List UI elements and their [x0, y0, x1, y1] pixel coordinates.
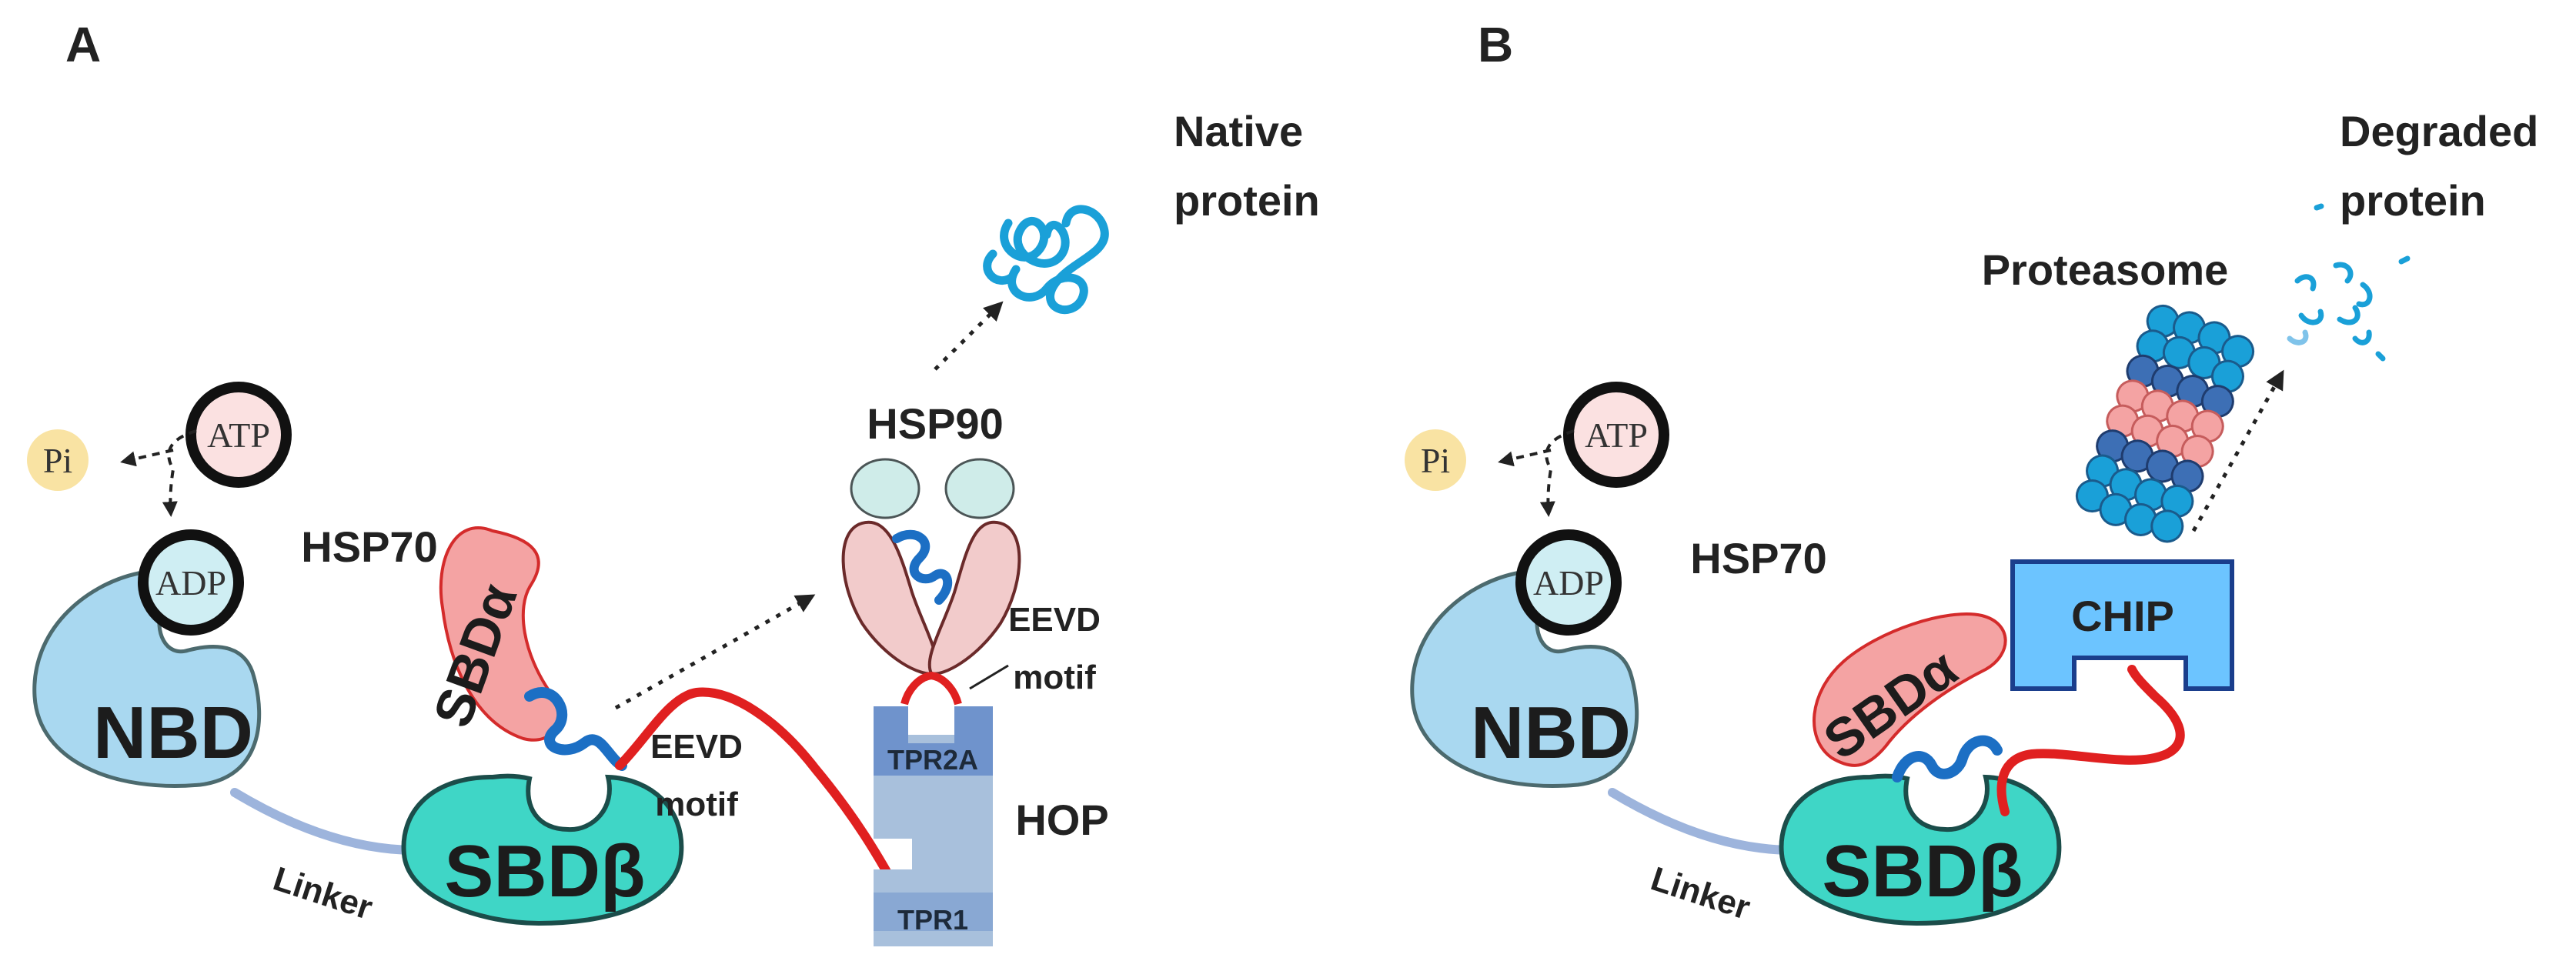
tpr1-label: TPR1 — [897, 904, 968, 936]
pi-label: Pi — [1421, 441, 1450, 480]
hsp90-eevd-tail — [900, 671, 962, 706]
native-protein-coil — [983, 205, 1109, 315]
eevd-label-line1: EEVD — [650, 728, 743, 766]
sbd-beta-label: SBDβ — [444, 830, 645, 913]
adp-label: ADP — [1533, 563, 1604, 602]
pi-circle — [27, 429, 89, 491]
linker-label: Linker — [269, 860, 377, 927]
atp-to-adp-arrow — [162, 429, 197, 517]
hsp90-eevd-line1: EEVD — [1008, 601, 1101, 639]
sbd-beta-domain — [401, 773, 684, 926]
atp-label: ATP — [207, 415, 270, 455]
nucleotide-cycle: Pi ATP — [27, 382, 292, 517]
hsp70-label: HSP70 — [1690, 534, 1826, 582]
pi-release-arrow — [120, 449, 174, 467]
eevd-pointer-line — [969, 664, 1009, 690]
atp-circle — [185, 382, 292, 488]
proteasome-label: Proteasome — [1982, 245, 2229, 294]
linker — [1608, 788, 1798, 855]
sbd-beta-domain — [1779, 773, 2062, 926]
pi-label: Pi — [43, 441, 72, 480]
hsp90-label: HSP90 — [867, 399, 1003, 448]
adp-label: ADP — [155, 563, 226, 602]
panel-a: A Pi ATP NBD ADP HSP70 Linker SBDβ SBDα … — [27, 17, 1320, 946]
chip-label: CHIP — [2071, 592, 2174, 640]
tpr2a-left-lobe — [874, 706, 908, 743]
pi-circle — [1405, 429, 1466, 491]
native-label-line2: protein — [1174, 176, 1320, 225]
atp-label: ATP — [1585, 415, 1648, 455]
hsp90-eevd-line2: motif — [1013, 659, 1096, 696]
nbd-label: NBD — [93, 692, 253, 774]
folding-arrow — [934, 301, 1004, 371]
panel-b: B Pi ATP NBD ADP HSP70 Linker SBDβ SBDα … — [1405, 17, 2538, 927]
unfolded-substrate — [1892, 735, 2003, 782]
hsp90-ntd-left — [850, 458, 920, 519]
degradation-arrow — [2191, 369, 2284, 532]
atp-circle — [1563, 382, 1669, 488]
atp-to-adp-arrow — [1539, 429, 1575, 517]
degraded-label-line1: Degraded — [2340, 107, 2538, 155]
sbd-alpha-domain — [1813, 612, 2007, 767]
panel-a-label: A — [65, 17, 101, 72]
sbd-beta-label: SBDβ — [1822, 830, 2023, 913]
chip-body — [2010, 559, 2234, 691]
panel-b-label: B — [1478, 17, 1513, 72]
hop-label: HOP — [1015, 796, 1108, 844]
native-label-line1: Native — [1174, 107, 1303, 155]
hop-cochaperone: TPR2A TPR1 HOP — [874, 706, 1109, 946]
nucleotide-cycle-b: Pi ATP — [1405, 382, 1669, 517]
native-protein-icon — [983, 205, 1109, 315]
hsp90-dimer: HSP90 EEVD motif — [841, 399, 1101, 706]
pi-release-arrow — [1498, 449, 1552, 467]
adp-circle — [138, 529, 244, 636]
adp-circle — [1515, 529, 1622, 636]
unfolded-substrate — [524, 687, 627, 771]
degraded-label-line2: protein — [2340, 176, 2486, 225]
tpr2a-label: TPR2A — [887, 744, 978, 776]
chip-e3-ligase: CHIP — [2010, 559, 2234, 691]
linker — [230, 788, 420, 855]
tpr2a-right-lobe — [954, 706, 993, 743]
hsp70-label: HSP70 — [301, 522, 437, 571]
degraded-protein-icon — [2287, 203, 2411, 362]
hsp70-eevd-tail — [615, 687, 905, 901]
tpr1-band — [874, 893, 993, 931]
nbd-label: NBD — [1471, 692, 1631, 774]
eevd-label-line2: motif — [655, 786, 738, 823]
hsp70-eevd-tail — [1996, 665, 2185, 816]
hsp90-ntd-right — [944, 458, 1015, 519]
tpr2a-band — [874, 743, 993, 776]
linker-label: Linker — [1646, 860, 1755, 927]
proteasome-icon — [2075, 304, 2255, 543]
transfer-to-hsp90-arrow — [614, 594, 816, 710]
hsp90-client-substrate — [892, 529, 953, 605]
